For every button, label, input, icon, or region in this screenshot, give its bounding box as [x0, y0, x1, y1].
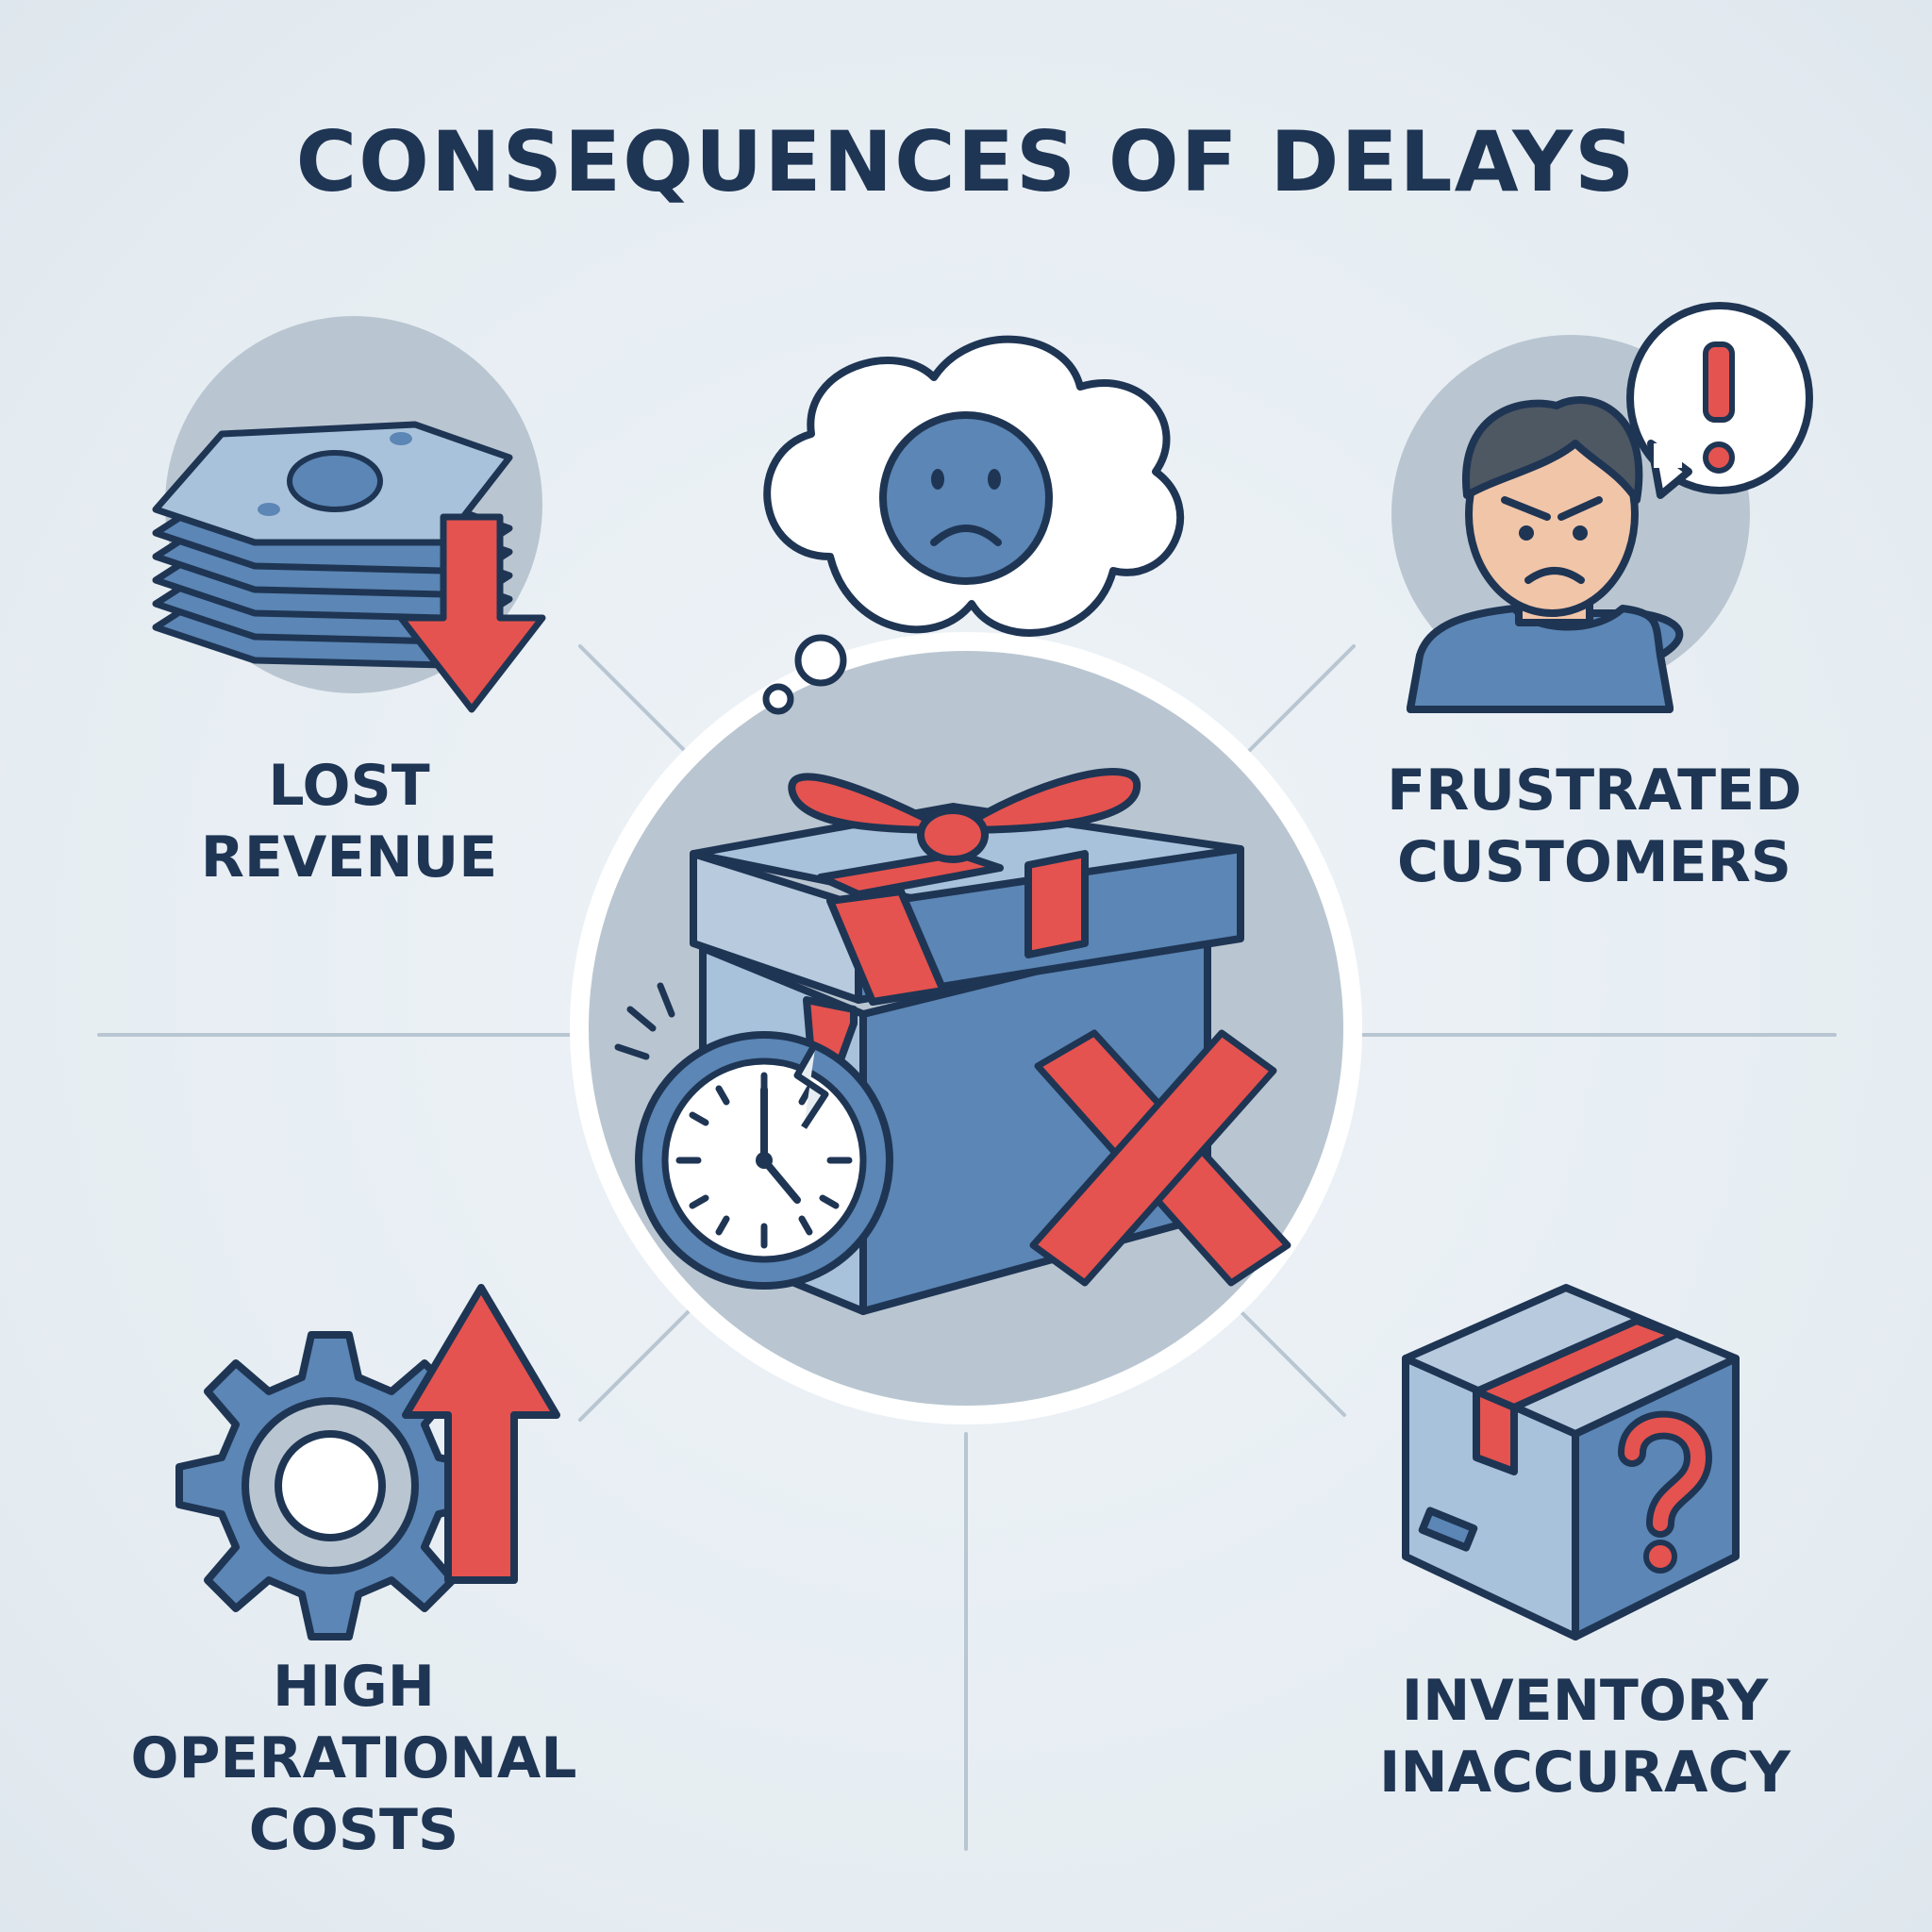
exclamation-bar	[1703, 341, 1735, 423]
sad-face	[879, 411, 1053, 585]
bow-left-loop	[788, 773, 952, 834]
angry-mouth	[1524, 567, 1585, 584]
thought-cloud-sad-face-icon	[762, 335, 1185, 715]
label-frustrated-customers: FRUSTRATED CUSTOMERS	[1330, 755, 1858, 898]
ribbon-lid-top	[817, 850, 1004, 898]
label-line: OPERATIONAL	[130, 1725, 577, 1791]
label-lost-revenue: LOST REVENUE	[160, 750, 538, 893]
label-line: REVENUE	[200, 824, 498, 891]
clock-shake-marks	[614, 982, 675, 1060]
label-line: COSTS	[248, 1797, 459, 1863]
label-line: INVENTORY	[1401, 1668, 1769, 1734]
sad-face-mouth	[930, 525, 1002, 546]
thought-dot-small	[762, 683, 794, 715]
angry-brow-left	[1501, 496, 1551, 521]
package-tape-side	[1473, 1388, 1518, 1475]
sad-face-eye-left	[931, 469, 944, 490]
angry-brow-right	[1557, 496, 1603, 521]
ribbon-right-side	[1024, 850, 1089, 958]
exclamation-dot	[1703, 441, 1735, 474]
broken-clock-icon	[614, 982, 893, 1290]
up-arrow	[402, 1284, 560, 1584]
label-high-operational-costs: HIGH OPERATIONAL COSTS	[75, 1651, 632, 1866]
clock-center	[756, 1152, 773, 1169]
label-line: CUSTOMERS	[1396, 829, 1791, 895]
bow-right-loop	[954, 768, 1141, 834]
clock-minute-hand	[760, 1157, 801, 1204]
down-arrow	[397, 513, 546, 713]
label-line: INACCURACY	[1379, 1740, 1790, 1806]
thought-dot-large	[794, 634, 847, 687]
bill-medallion	[287, 450, 383, 512]
red-x-icon	[1029, 1029, 1291, 1287]
label-line: FRUSTRATED	[1387, 758, 1802, 824]
clock-crack	[793, 1041, 829, 1129]
sad-face-eye-right	[988, 469, 1001, 490]
page-title: CONSEQUENCES OF DELAYS	[295, 113, 1637, 210]
package-label	[1418, 1507, 1478, 1552]
label-line: LOST	[268, 753, 430, 819]
label-line: HIGH	[272, 1654, 435, 1720]
label-inventory-inaccuracy: INVENTORY INACCURACY	[1321, 1665, 1849, 1808]
bow-knot	[917, 807, 989, 863]
customer-hair	[1461, 396, 1643, 504]
